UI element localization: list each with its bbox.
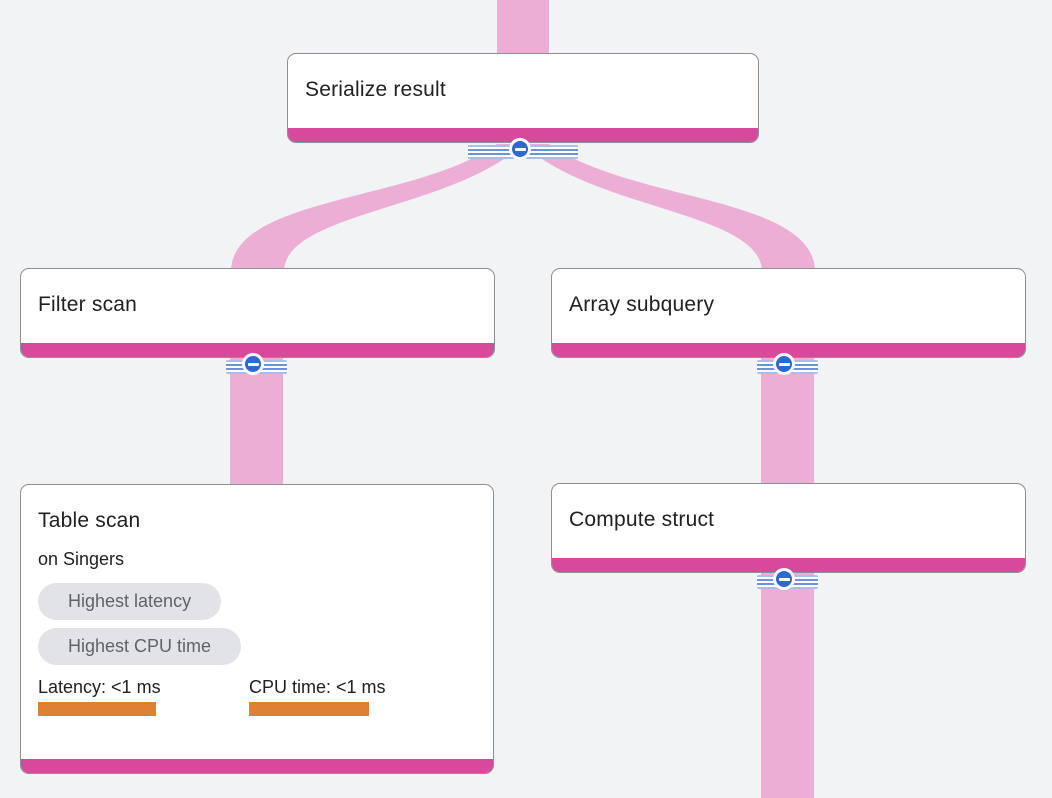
- collapse-button[interactable]: [773, 568, 795, 590]
- minus-icon: [778, 362, 790, 366]
- metric-latency-label: Latency: <1 ms: [38, 676, 161, 697]
- metric-latency-bar: [38, 701, 156, 716]
- collapse-button[interactable]: [242, 353, 264, 375]
- minus-icon: [778, 577, 790, 581]
- node-title: Table scan: [38, 509, 141, 532]
- metric-cpu-time: CPU time: <1 ms: [249, 677, 460, 716]
- metric-latency: Latency: <1 ms: [38, 677, 249, 716]
- edge-serialize-to-array-subquery: [523, 144, 815, 272]
- edge-below-compute-struct: [761, 568, 814, 798]
- node-accent-strip: [21, 759, 493, 773]
- node-accent-strip: [552, 558, 1025, 572]
- node-filter-scan[interactable]: Filter scan: [20, 268, 495, 358]
- minus-icon: [247, 362, 259, 366]
- collapse-button[interactable]: [773, 353, 795, 375]
- node-title: Serialize result: [305, 78, 446, 101]
- edge-into-serialize-result: [497, 0, 549, 58]
- node-subtitle: on Singers: [38, 549, 125, 570]
- node-title: Array subquery: [569, 293, 715, 316]
- node-serialize-result[interactable]: Serialize result: [287, 53, 759, 143]
- node-accent-strip: [288, 128, 758, 142]
- node-array-subquery[interactable]: Array subquery: [551, 268, 1026, 358]
- node-title: Compute struct: [569, 508, 715, 531]
- badge-highest-latency: Highest latency: [38, 582, 222, 620]
- minus-icon: [514, 147, 526, 151]
- collapse-button[interactable]: [509, 138, 531, 160]
- metrics-row: Latency: <1 ms CPU time: <1 ms: [38, 677, 493, 716]
- badge-highest-cpu-time: Highest CPU time: [38, 627, 242, 665]
- node-accent-strip: [552, 343, 1025, 357]
- node-accent-strip: [21, 343, 494, 357]
- node-table-scan[interactable]: Table scan on Singers Highest latency Hi…: [20, 484, 494, 774]
- metric-cpu-time-bar: [249, 701, 369, 716]
- metric-cpu-time-label: CPU time: <1 ms: [249, 676, 386, 697]
- node-title: Filter scan: [38, 293, 138, 316]
- node-compute-struct[interactable]: Compute struct: [551, 483, 1026, 573]
- edge-serialize-to-filter-scan: [231, 144, 523, 272]
